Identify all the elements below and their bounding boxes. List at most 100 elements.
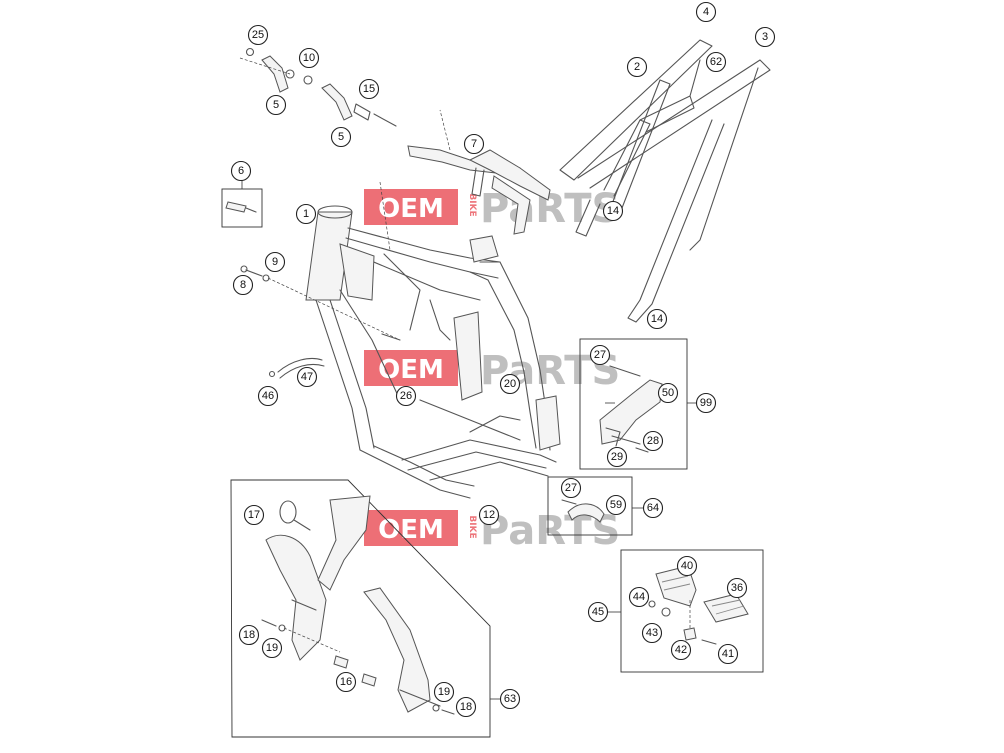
- callout-50: 50: [657, 382, 679, 404]
- callout-42: 42: [670, 639, 692, 661]
- watermark-oem-text: OEM: [378, 355, 444, 385]
- svg-text:4: 4: [703, 6, 709, 18]
- svg-text:7: 7: [471, 138, 477, 150]
- svg-text:14: 14: [607, 205, 619, 217]
- svg-text:5: 5: [273, 99, 279, 111]
- svg-text:2: 2: [634, 61, 640, 73]
- callout-15: 15: [358, 78, 380, 100]
- bolts-engine-mount: [240, 265, 401, 341]
- callout-20: 20: [499, 373, 521, 395]
- callout-5a: 5: [265, 94, 287, 116]
- svg-text:47: 47: [301, 371, 313, 383]
- callout-18a: 18: [238, 624, 260, 646]
- svg-text:62: 62: [710, 56, 722, 68]
- watermark-oem-text: OEM: [378, 515, 444, 545]
- slider-group-64: [547, 476, 633, 536]
- svg-text:28: 28: [647, 435, 659, 447]
- svg-text:27: 27: [565, 482, 577, 494]
- callout-59: 59: [605, 494, 627, 516]
- svg-text:1: 1: [303, 208, 309, 220]
- callout-7: 7: [463, 133, 485, 155]
- svg-text:40: 40: [681, 560, 693, 572]
- svg-text:26: 26: [400, 390, 412, 402]
- svg-text:12: 12: [483, 509, 495, 521]
- callout-1: 1: [295, 203, 317, 225]
- callout-8: 8: [232, 274, 254, 296]
- callout-26: 26: [395, 385, 417, 407]
- leader-lines: [490, 402, 696, 700]
- watermark-bottom: OEM BIKE PaRTS: [364, 508, 620, 554]
- svg-text:99: 99: [700, 397, 712, 409]
- callout-17: 17: [243, 504, 265, 526]
- callout-40: 40: [676, 555, 698, 577]
- callout-27b: 27: [560, 477, 582, 499]
- svg-text:20: 20: [504, 378, 516, 390]
- watermark-bike-text: BIKE: [467, 515, 477, 538]
- watermark-bike-text: BIKE: [467, 193, 477, 216]
- callout-46: 46: [257, 385, 279, 407]
- svg-text:15: 15: [363, 83, 375, 95]
- callout-28: 28: [642, 430, 664, 452]
- callout-9: 9: [264, 251, 286, 273]
- callout-19a: 19: [261, 637, 283, 659]
- svg-text:63: 63: [504, 693, 516, 705]
- callout-2: 2: [626, 56, 648, 78]
- chain-guide-bracket: [379, 109, 551, 251]
- callout-18b: 18: [455, 696, 477, 718]
- chain-slider-group: [579, 338, 688, 470]
- callout-41: 41: [717, 643, 739, 665]
- svg-text:3: 3: [762, 31, 768, 43]
- callout-3: 3: [754, 26, 776, 48]
- callout-64: 64: [642, 497, 664, 519]
- callout-99: 99: [695, 392, 717, 414]
- callout-45: 45: [587, 601, 609, 623]
- callout-44: 44: [628, 586, 650, 608]
- callout-14b: 14: [646, 308, 668, 330]
- svg-text:14: 14: [651, 313, 663, 325]
- callout-29: 29: [606, 446, 628, 468]
- svg-text:64: 64: [647, 502, 659, 514]
- callout-10: 10: [298, 47, 320, 69]
- svg-text:25: 25: [252, 29, 264, 41]
- mounting-brackets-top-left: [239, 47, 397, 127]
- callout-62: 62: [705, 51, 727, 73]
- svg-text:59: 59: [610, 499, 622, 511]
- callout-36: 36: [726, 577, 748, 599]
- svg-text:17: 17: [248, 509, 260, 521]
- svg-text:18: 18: [243, 629, 255, 641]
- callout-16: 16: [335, 671, 357, 693]
- callout-6: 6: [230, 160, 252, 182]
- main-frame: [305, 205, 561, 499]
- callout-12: 12: [478, 504, 500, 526]
- callout-25: 25: [247, 24, 269, 46]
- svg-text:44: 44: [633, 591, 645, 603]
- svg-text:27: 27: [594, 349, 606, 361]
- callout-4: 4: [695, 1, 717, 23]
- callout-19b: 19: [433, 681, 455, 703]
- svg-text:5: 5: [338, 131, 344, 143]
- svg-text:18: 18: [460, 701, 472, 713]
- rear-subframe: [559, 39, 771, 323]
- watermark-oem-text: OEM: [378, 194, 444, 224]
- svg-text:41: 41: [722, 648, 734, 660]
- svg-text:19: 19: [266, 642, 278, 654]
- callout-63: 63: [499, 688, 521, 710]
- parts-box-6: [221, 180, 263, 228]
- svg-text:10: 10: [303, 52, 315, 64]
- svg-text:8: 8: [240, 279, 246, 291]
- frame-protector-group: [230, 479, 491, 738]
- svg-text:45: 45: [592, 606, 604, 618]
- svg-text:6: 6: [238, 165, 244, 177]
- breather-hose: [268, 357, 325, 379]
- callout-43: 43: [641, 622, 663, 644]
- watermark-top: OEM BIKE PaRTS: [364, 186, 620, 232]
- svg-text:16: 16: [340, 676, 352, 688]
- svg-text:29: 29: [611, 451, 623, 463]
- svg-text:9: 9: [272, 256, 278, 268]
- svg-text:43: 43: [646, 627, 658, 639]
- svg-text:36: 36: [731, 582, 743, 594]
- svg-text:42: 42: [675, 644, 687, 656]
- callout-14a: 14: [602, 200, 624, 222]
- callout-5b: 5: [330, 126, 352, 148]
